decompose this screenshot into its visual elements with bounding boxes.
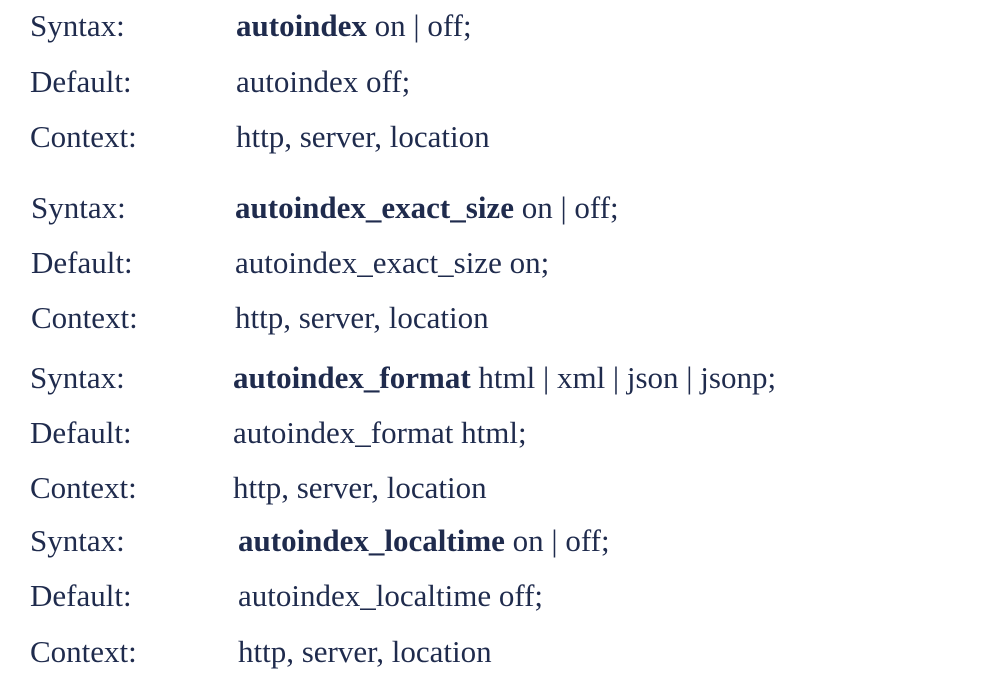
default-value: autoindex off; <box>236 64 411 99</box>
default-value: autoindex_localtime off; <box>238 578 544 613</box>
syntax-label: Syntax: <box>30 8 125 43</box>
context-value: http, server, location <box>233 470 487 505</box>
directive-name: autoindex <box>236 8 367 43</box>
directive-name: autoindex_exact_size <box>235 190 514 225</box>
syntax-args: html | xml | json | jsonp; <box>470 360 777 395</box>
default-label: Default: <box>30 415 132 450</box>
context-label: Context: <box>30 634 137 669</box>
directive-name: autoindex_format <box>233 360 471 395</box>
default-label: Default: <box>30 64 132 99</box>
context-label: Context: <box>30 119 137 154</box>
default-label: Default: <box>31 245 133 280</box>
syntax-label: Syntax: <box>30 523 125 558</box>
context-value: http, server, location <box>235 300 489 335</box>
syntax-value: autoindex_format html | xml | json | jso… <box>233 358 776 398</box>
default-value: autoindex_exact_size on; <box>235 245 550 280</box>
syntax-value: autoindex_localtime on | off; <box>238 521 610 561</box>
syntax-label: Syntax: <box>31 190 126 225</box>
context-value: http, server, location <box>236 119 490 154</box>
syntax-args: on | off; <box>366 8 472 43</box>
syntax-args: on | off; <box>513 190 619 225</box>
context-label: Context: <box>31 300 138 335</box>
context-label: Context: <box>30 470 137 505</box>
directive-name: autoindex_localtime <box>238 523 505 558</box>
syntax-args: on | off; <box>504 523 610 558</box>
syntax-label: Syntax: <box>30 360 125 395</box>
default-value: autoindex_format html; <box>233 415 527 450</box>
default-label: Default: <box>30 578 132 613</box>
context-value: http, server, location <box>238 634 492 669</box>
syntax-value: autoindex_exact_size on | off; <box>235 188 619 228</box>
syntax-value: autoindex on | off; <box>236 6 472 46</box>
